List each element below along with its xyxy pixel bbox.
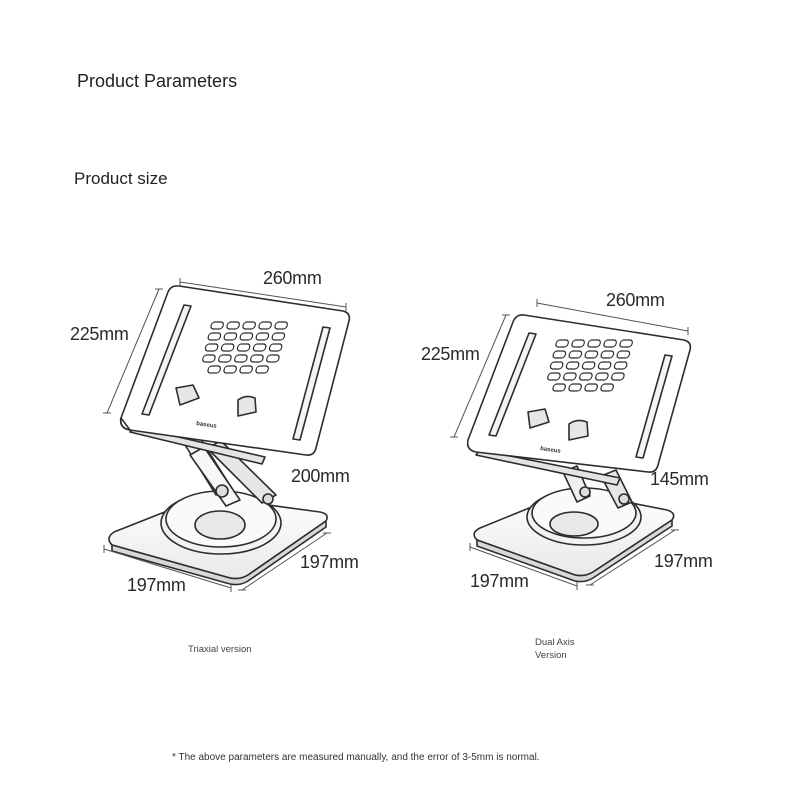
dual-axis-height-label: 225mm [421,344,480,364]
dual-axis-arm-height-label: 145mm [650,469,709,489]
dual-axis-stand-drawing [466,314,692,583]
dual-axis-brand-logo: baseus [540,446,562,455]
triaxial-width-label: 260mm [263,268,322,288]
dual-axis-caption-line-2: Version [535,650,567,661]
dual-axis-base-depth-label: 197mm [470,571,529,591]
dual-axis-dimension-lines [450,299,689,590]
section-title: Product size [74,169,168,188]
triaxial-stand-drawing [108,285,351,586]
dual-axis-base-width-label: 197mm [654,551,713,571]
measurement-footnote: * The above parameters are measured manu… [172,752,540,763]
triaxial-arm-height-label: 200mm [291,466,350,486]
triaxial-caption: Triaxial version [188,644,252,655]
triaxial-dimension-lines [103,278,347,592]
dual-axis-caption: Dual Axis Version [535,636,575,662]
page-title: Product Parameters [77,71,238,91]
triaxial-base-width-label: 197mm [300,552,359,572]
triaxial-base-depth-label: 197mm [127,575,186,595]
dual-axis-caption-line-1: Dual Axis [535,637,575,648]
triaxial-height-label: 225mm [70,324,129,344]
triaxial-brand-logo: baseus [196,421,218,430]
dual-axis-width-label: 260mm [606,290,665,310]
dual-axis-vent-grid [547,339,633,392]
triaxial-vent-grid [202,321,288,374]
